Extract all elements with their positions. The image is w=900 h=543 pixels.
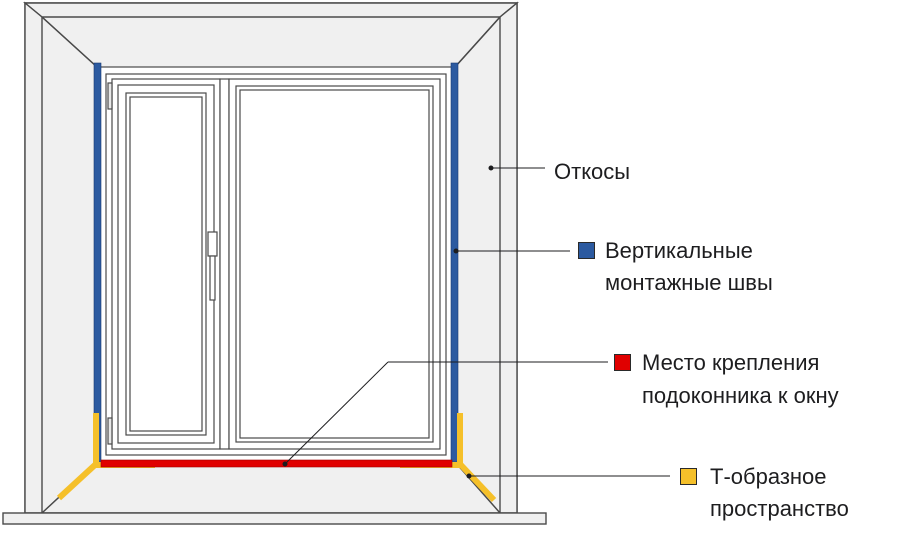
- window-handle: [207, 231, 218, 257]
- hinge-bottom: [107, 417, 113, 445]
- label-otkosy: Откосы: [554, 159, 631, 184]
- mullion: [219, 78, 230, 450]
- t-space-left-diagonal: [56, 461, 99, 501]
- vertical-seam-left: [93, 62, 102, 463]
- reveal-top: [23, 2, 519, 18]
- label-t-space-line2: пространство: [710, 496, 849, 521]
- label-vertical-seams-line2: монтажные швы: [605, 270, 773, 295]
- legend-swatch-vertical-seams: [578, 242, 595, 259]
- reveal-left: [24, 1, 98, 514]
- label-sill-attachment-line2: подоконника к окну: [642, 383, 839, 408]
- label-vertical-seams-line1: Вертикальные: [605, 238, 753, 263]
- label-sill-attachment-line1: Место крепления: [642, 350, 820, 375]
- t-space-right-diagonal: [457, 461, 497, 503]
- vertical-seam-right: [450, 62, 459, 463]
- legend-swatch-sill-attachment: [614, 354, 631, 371]
- reveal-right: [454, 1, 518, 514]
- hinge-top: [107, 82, 113, 110]
- leader-lines: [282, 165, 670, 479]
- sill-attachment-line: [100, 459, 453, 468]
- window-frame: [98, 66, 454, 463]
- legend-swatch-t-space: [680, 468, 697, 485]
- leader-sill-attachment: [284, 361, 389, 465]
- label-t-space-line1: Т-образное: [710, 464, 827, 489]
